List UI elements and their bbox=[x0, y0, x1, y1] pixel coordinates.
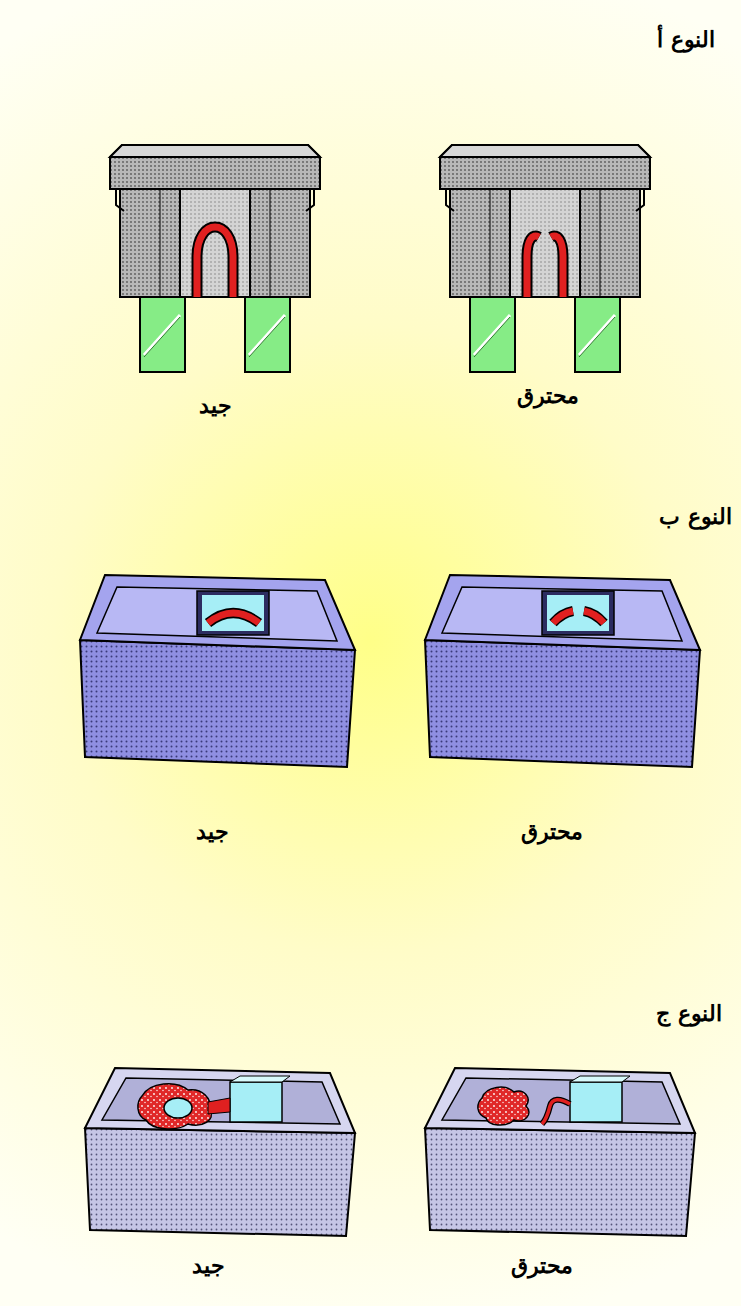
fuse-state-label: محترق bbox=[511, 1252, 573, 1278]
cartridge-fuse-c-good bbox=[85, 1068, 355, 1236]
fuse-state-label: جيد bbox=[192, 1252, 225, 1278]
blade-fuse-good bbox=[110, 145, 320, 372]
section-heading: النوع أ bbox=[657, 26, 715, 52]
section-heading: النوع ج bbox=[656, 1000, 722, 1026]
fuse-state-label: جيد bbox=[199, 392, 232, 418]
fuse-state-label: محترق bbox=[521, 818, 583, 844]
cartridge-fuse-c-blown bbox=[425, 1068, 695, 1236]
cartridge-fuse-blown bbox=[425, 575, 700, 767]
fuse-state-label: جيد bbox=[196, 818, 229, 844]
cartridge-fuse-good bbox=[80, 575, 355, 767]
section-heading: النوع ب bbox=[659, 503, 732, 529]
fuse-state-label: محترق bbox=[517, 382, 579, 408]
blade-fuse-blown bbox=[440, 145, 650, 372]
